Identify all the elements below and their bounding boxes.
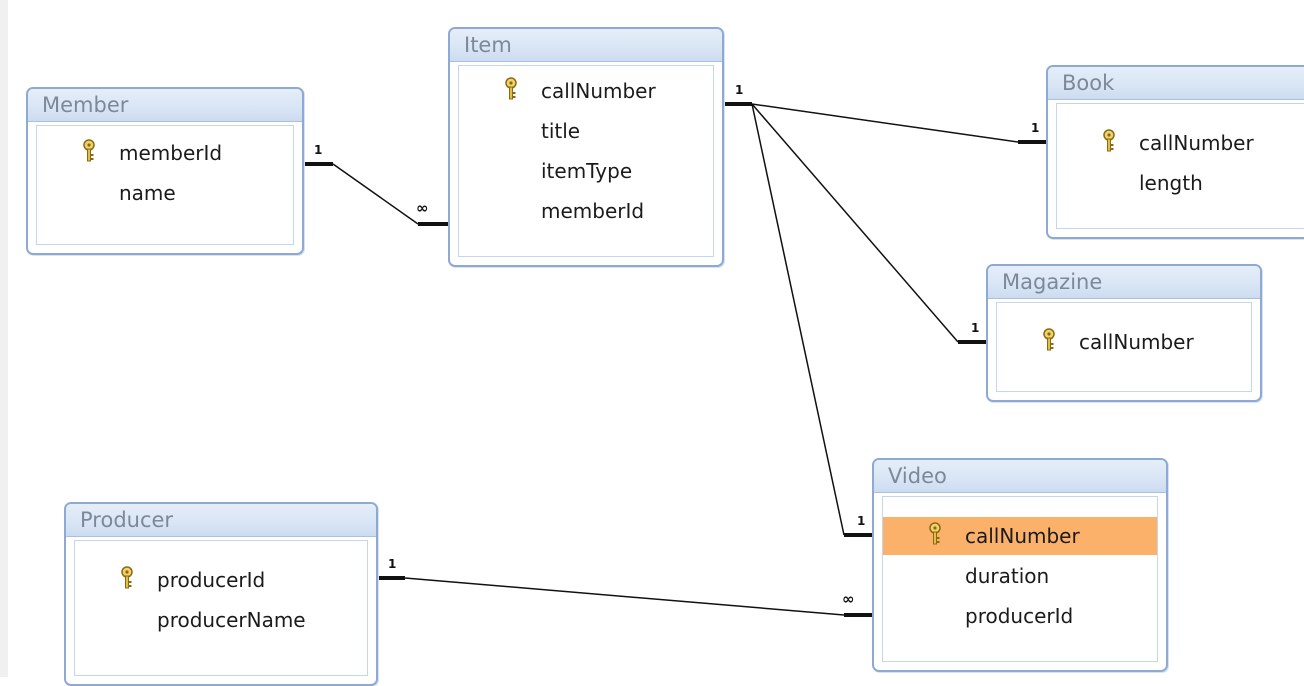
table-magazine[interactable]: Magazine callNumber [986, 264, 1262, 402]
field-row[interactable]: callNumber [459, 72, 713, 110]
field-name: name [119, 181, 176, 205]
rel-line-producer-video[interactable] [404, 577, 845, 616]
field-row[interactable]: callNumber [1057, 124, 1304, 162]
table-book[interactable]: Book callNumber length [1046, 65, 1304, 239]
table-title[interactable]: Magazine [988, 266, 1260, 299]
rel-line-member-item[interactable] [332, 163, 419, 225]
table-title[interactable]: Video [874, 460, 1166, 493]
field-row[interactable]: producerName [75, 601, 367, 639]
table-title[interactable]: Producer [66, 504, 376, 537]
field-name: producerName [157, 608, 306, 632]
field-name: title [541, 119, 581, 143]
cardinality-video-many: ∞ [842, 590, 854, 608]
field-name: producerId [157, 568, 266, 592]
field-name: length [1139, 171, 1203, 195]
cardinality-magazine-one: 1 [971, 321, 980, 335]
field-name: callNumber [541, 79, 656, 103]
rel-line-item-video[interactable] [751, 103, 845, 536]
key-icon [505, 77, 517, 100]
rel-line-item-book[interactable] [751, 103, 1019, 143]
table-video[interactable]: Video callNumber duration producerId [872, 458, 1168, 672]
field-name: callNumber [1139, 131, 1254, 155]
key-icon [83, 139, 95, 162]
field-row[interactable]: title [459, 112, 713, 150]
field-row[interactable]: length [1057, 164, 1304, 202]
table-title[interactable]: Member [28, 89, 302, 122]
field-name: callNumber [965, 524, 1080, 548]
key-icon [929, 522, 941, 545]
cardinality-item-one: 1 [735, 83, 744, 97]
field-row[interactable]: name [37, 174, 293, 212]
field-list: callNumber length [1056, 103, 1304, 229]
cardinality-item-many: ∞ [416, 199, 428, 217]
field-list: callNumber duration producerId [882, 496, 1158, 662]
field-row[interactable]: itemType [459, 152, 713, 190]
field-list: callNumber title itemType memberId [458, 65, 714, 257]
key-icon [1103, 129, 1115, 152]
field-name: memberId [541, 199, 645, 223]
cardinality-member-one: 1 [314, 143, 323, 157]
field-row[interactable]: memberId [37, 134, 293, 172]
table-title[interactable]: Item [450, 29, 722, 62]
cardinality-video-one: 1 [857, 514, 866, 528]
field-name: duration [965, 564, 1050, 588]
table-item[interactable]: Item callNumber title itemType memberId [448, 27, 724, 267]
field-list: memberId name [36, 125, 294, 245]
cardinality-producer-one: 1 [388, 557, 397, 571]
field-row[interactable]: callNumber [997, 323, 1251, 361]
field-name: memberId [119, 141, 223, 165]
field-row[interactable]: producerId [883, 597, 1157, 635]
rel-line-item-magazine[interactable] [751, 103, 959, 343]
key-icon [1043, 328, 1055, 351]
field-list: producerId producerName [74, 540, 368, 676]
field-name: itemType [541, 159, 633, 183]
field-list: callNumber [996, 302, 1252, 392]
field-name: producerId [965, 604, 1074, 628]
field-row[interactable]: duration [883, 557, 1157, 595]
canvas-left-edge [0, 0, 8, 677]
key-icon [121, 566, 133, 589]
table-title[interactable]: Book [1048, 67, 1304, 100]
field-row[interactable]: producerId [75, 561, 367, 599]
table-producer[interactable]: Producer producerId producerName [64, 502, 378, 686]
field-row[interactable]: memberId [459, 192, 713, 230]
field-name: callNumber [1079, 330, 1194, 354]
table-member[interactable]: Member memberId name [26, 87, 304, 255]
field-row-selected[interactable]: callNumber [883, 517, 1157, 555]
cardinality-book-one: 1 [1031, 121, 1040, 135]
